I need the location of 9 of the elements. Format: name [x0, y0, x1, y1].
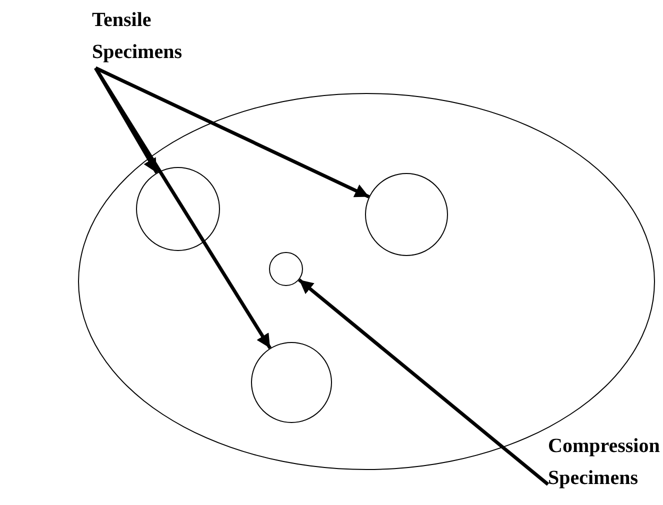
leader-arrow: [298, 278, 550, 486]
specimen-circle: [136, 167, 220, 251]
leader-arrow: [94, 67, 272, 350]
callout-label: Compression Specimens: [548, 430, 660, 494]
callout-label: Tensile Specimens: [92, 4, 212, 68]
specimen-circle: [251, 342, 332, 423]
leader-arrow: [94, 66, 370, 198]
specimen-circle: [269, 252, 303, 286]
specimen-circle: [365, 173, 448, 256]
